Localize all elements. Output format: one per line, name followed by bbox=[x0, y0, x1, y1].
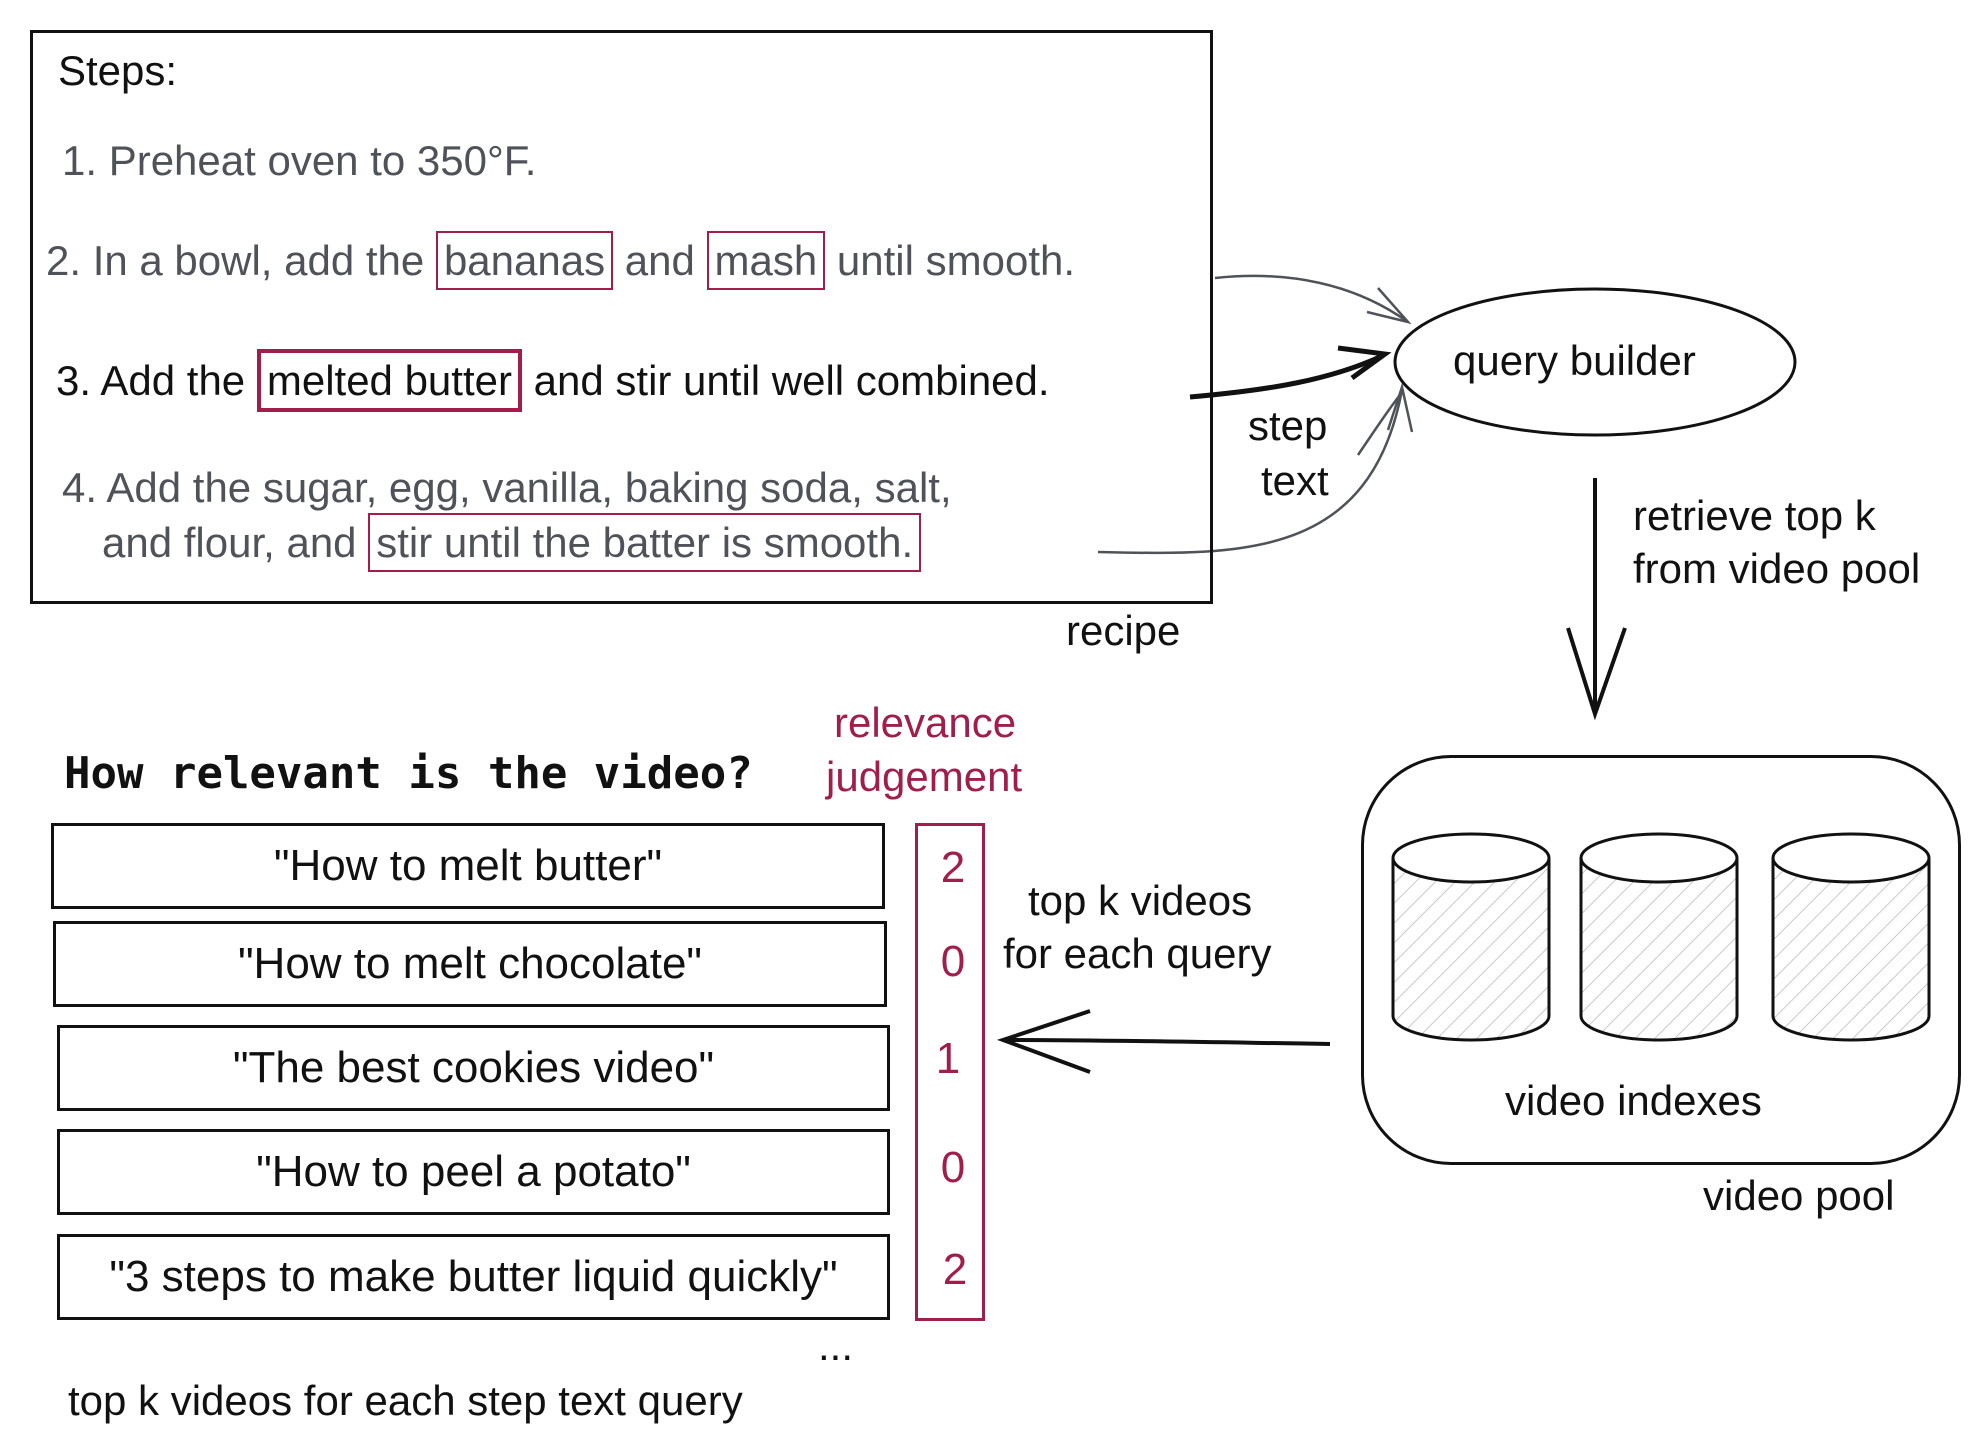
top-k-label-line2: for each query bbox=[1003, 930, 1272, 977]
step-text-label-line2: text bbox=[1261, 457, 1329, 504]
recipe-title: Steps: bbox=[58, 47, 178, 94]
step2-arrow-head bbox=[1366, 287, 1412, 325]
query-builder-ellipse bbox=[1393, 287, 1797, 437]
retrieve-label-line1: retrieve top k bbox=[1633, 492, 1876, 539]
video-title: "3 steps to make butter liquid quickly" bbox=[109, 1252, 838, 1301]
top-k-label-line1: top k videos bbox=[1028, 877, 1253, 924]
video-pool-caption: video pool bbox=[1703, 1172, 1895, 1219]
relevance-score-column bbox=[915, 823, 985, 1321]
recipe-step-4-line2: and flour, and stir until the batter is … bbox=[102, 513, 922, 572]
step3-text: and stir until well combined. bbox=[533, 357, 1050, 404]
step-text-label-line1: step bbox=[1248, 402, 1328, 449]
video-result-box[interactable]: "The best cookies video" bbox=[57, 1025, 890, 1111]
recipe-caption: recipe bbox=[1066, 607, 1181, 654]
video-index-cylinder bbox=[1391, 832, 1551, 1042]
video-result-box[interactable]: "How to melt butter" bbox=[51, 823, 885, 909]
list-ellipsis: ... bbox=[818, 1322, 854, 1369]
relevance-score: 0 bbox=[940, 937, 966, 986]
highlight-melted-butter: melted butter bbox=[256, 349, 522, 412]
relevance-label-line2: judgement bbox=[826, 753, 1023, 800]
step4-text: and flour, and bbox=[102, 519, 357, 566]
top-k-caption: top k videos for each step text query bbox=[68, 1377, 743, 1424]
video-title: "The best cookies video" bbox=[232, 1043, 715, 1092]
highlight-mash: mash bbox=[706, 231, 826, 290]
step2-text: until smooth. bbox=[836, 237, 1076, 284]
relevance-score: 2 bbox=[940, 843, 966, 892]
video-result-box[interactable]: "How to melt chocolate" bbox=[53, 921, 887, 1007]
video-result-box[interactable]: "3 steps to make butter liquid quickly" bbox=[57, 1234, 890, 1320]
retrieve-label-line2: from video pool bbox=[1633, 545, 1921, 592]
video-indexes-label: video indexes bbox=[1505, 1077, 1762, 1124]
highlight-bananas: bananas bbox=[435, 231, 614, 290]
step2-text: 2. In a bowl, add the bbox=[46, 237, 425, 284]
query-builder-label: query builder bbox=[1453, 337, 1696, 384]
relevance-label-line1: relevance bbox=[834, 699, 1017, 746]
video-index-cylinder bbox=[1579, 832, 1739, 1042]
step-text-leader bbox=[1356, 394, 1401, 456]
step3-arrow-head bbox=[1337, 345, 1392, 381]
recipe-box bbox=[30, 30, 1213, 604]
video-title: "How to melt chocolate" bbox=[237, 939, 703, 988]
recipe-step-1: 1. Preheat oven to 350°F. bbox=[62, 137, 537, 184]
video-pool-box bbox=[1361, 755, 1961, 1165]
top-k-arrow bbox=[1002, 1038, 1331, 1046]
step3-text: 3. Add the bbox=[56, 357, 246, 404]
recipe-step-2: 2. In a bowl, add the bananas and mash u… bbox=[46, 231, 1076, 290]
retrieve-arrow-head bbox=[1566, 627, 1627, 721]
top-k-arrow-head bbox=[996, 1009, 1091, 1074]
relevance-score: 1 bbox=[935, 1034, 961, 1083]
recipe-step-3: 3. Add the melted butter and stir until … bbox=[56, 349, 1050, 412]
video-result-box[interactable]: "How to peel a potato" bbox=[57, 1129, 890, 1215]
step4-arrow-head bbox=[1386, 382, 1414, 433]
step3-arrow bbox=[1189, 353, 1384, 400]
video-title: "How to melt butter" bbox=[273, 841, 663, 890]
highlight-stir-until-smooth: stir until the batter is smooth. bbox=[368, 513, 922, 572]
step2-arrow bbox=[1214, 274, 1406, 322]
recipe-step-4-line1: 4. Add the sugar, egg, vanilla, baking s… bbox=[62, 464, 952, 511]
video-title: "How to peel a potato" bbox=[256, 1147, 691, 1196]
relevance-score: 0 bbox=[940, 1143, 966, 1192]
step2-text: and bbox=[624, 237, 695, 284]
video-index-cylinder bbox=[1771, 832, 1931, 1042]
relevance-question: How relevant is the video? bbox=[64, 748, 753, 799]
relevance-score: 2 bbox=[942, 1245, 968, 1294]
step4-arrow bbox=[1097, 389, 1404, 555]
